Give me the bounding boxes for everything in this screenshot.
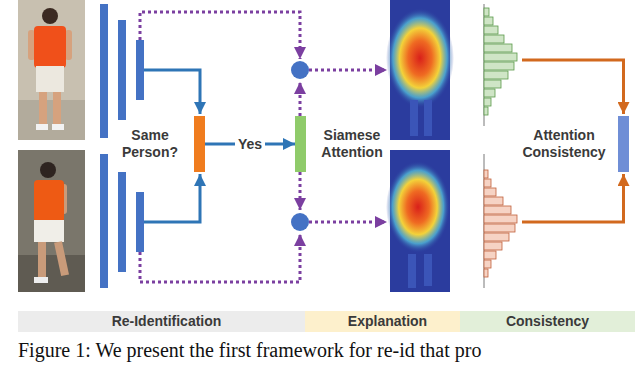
layer-bar	[100, 4, 108, 138]
hist-bar	[484, 62, 514, 70]
hist-bar	[484, 98, 491, 106]
person-photo	[18, 150, 85, 292]
leg	[39, 92, 47, 126]
head	[40, 162, 56, 178]
head	[42, 8, 58, 24]
hist-bar	[484, 8, 489, 16]
edge-label: Yes	[235, 136, 265, 153]
product-node	[291, 61, 309, 79]
attention-bar: Siamese Attention	[295, 116, 306, 172]
shirt	[34, 180, 64, 222]
leg-shadow	[408, 254, 416, 288]
dotted-arrow	[309, 69, 387, 72]
hist-bar	[484, 71, 508, 79]
leg-shadow	[424, 100, 432, 136]
hist-bar	[484, 206, 511, 214]
hist-bar	[484, 35, 504, 43]
stage-band: Re-Identification	[18, 311, 315, 332]
stage-band: Explanation	[305, 311, 470, 332]
product-node	[291, 213, 309, 231]
hist-bar	[484, 197, 503, 205]
hist-bar	[484, 215, 517, 223]
hist-bar	[484, 233, 509, 241]
leg	[54, 241, 69, 276]
leg	[53, 92, 61, 126]
layer-bar	[136, 192, 144, 252]
layer-bar	[118, 20, 126, 120]
decision-bar: Same Person?	[194, 116, 205, 172]
layer-bar	[118, 172, 126, 272]
photo-ground	[18, 0, 85, 140]
figure-caption: Figure 1: We present the first framework…	[18, 338, 481, 362]
hist-bar	[484, 80, 501, 88]
node-label: Attention Consistency	[517, 127, 611, 161]
dotted-arrow	[299, 172, 302, 210]
shoe	[52, 124, 64, 130]
hist-bar	[484, 242, 502, 250]
shorts	[34, 220, 64, 242]
hist-bar	[484, 269, 488, 277]
stage-band: Consistency	[460, 311, 635, 332]
layer-bar	[100, 154, 108, 288]
hist-bar	[484, 188, 496, 196]
layer-bar	[136, 40, 144, 100]
hist-bar	[484, 179, 491, 187]
node-label: Re-Identification	[18, 311, 315, 332]
dotted-arrow	[140, 12, 300, 59]
dotted-arrow	[309, 221, 387, 224]
dotted-arrow	[140, 234, 300, 282]
histogram	[484, 154, 517, 288]
consistency-arrow	[522, 60, 624, 114]
consistency-bar: Attention Consistency	[618, 116, 629, 172]
heatmap	[386, 150, 450, 292]
feature-arrow	[144, 70, 200, 114]
hist-bar	[484, 260, 491, 268]
photo-floor	[18, 100, 85, 140]
hist-bar	[484, 44, 512, 52]
person-photo	[18, 0, 85, 140]
feature-arrow	[144, 174, 200, 222]
arm	[65, 30, 72, 60]
node-label: Siamese Attention	[313, 127, 391, 161]
histogram	[484, 4, 517, 126]
shoe	[34, 277, 48, 283]
leg-shadow	[424, 254, 432, 286]
hist-bar	[484, 26, 498, 34]
leg	[38, 242, 46, 278]
hist-bar	[484, 170, 488, 178]
heat-spot	[386, 161, 450, 253]
heatmap	[386, 0, 454, 140]
hist-bar	[484, 89, 495, 97]
shoe	[36, 124, 48, 130]
heat-spot	[386, 8, 454, 108]
hist-bar	[484, 107, 488, 115]
photo-floor	[18, 255, 85, 292]
node-label: Explanation	[305, 311, 470, 332]
dotted-arrow	[299, 82, 302, 116]
shirt	[34, 26, 66, 68]
photo-ground	[18, 150, 85, 292]
hist-bar	[484, 224, 515, 232]
leg-shadow	[410, 100, 418, 136]
node-label: Consistency	[460, 311, 635, 332]
arm	[28, 30, 35, 60]
hist-bar	[484, 53, 517, 61]
hist-bar	[484, 17, 493, 25]
shorts	[36, 66, 64, 92]
consistency-arrow	[522, 174, 624, 222]
node-label: Same Person?	[113, 127, 187, 161]
hist-bar	[484, 251, 496, 259]
